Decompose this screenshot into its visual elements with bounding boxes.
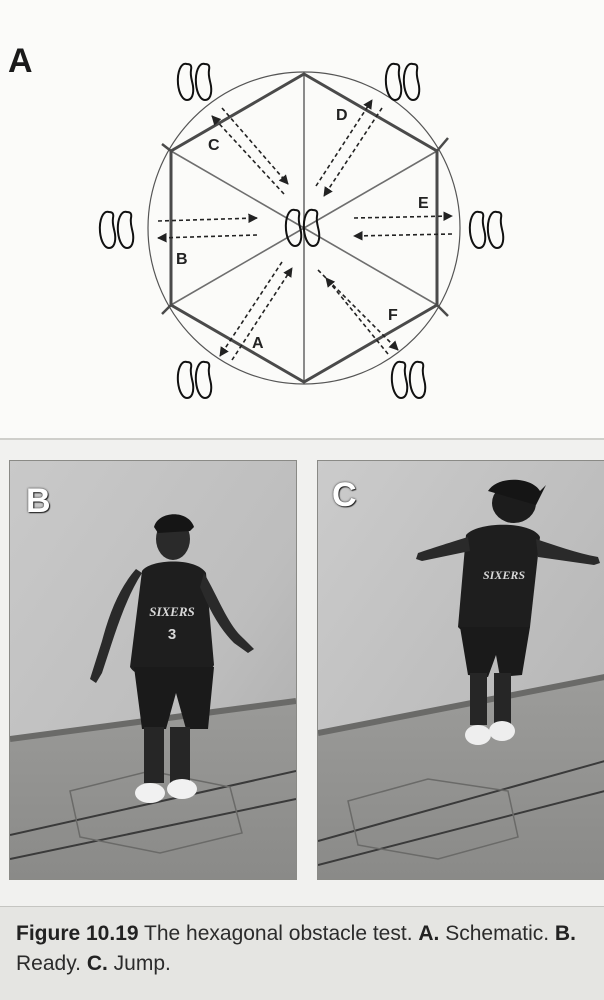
panel-label-a: A — [8, 44, 33, 78]
caption-b: B. — [555, 922, 576, 945]
caption-c-text: Jump. — [108, 952, 171, 975]
hexagon-diagram: A B C D E F — [92, 58, 522, 426]
caption-text: Figure 10.19 The hexagonal obstacle test… — [16, 919, 596, 979]
jersey-text-b: SIXERS — [149, 604, 195, 619]
footprint-a — [178, 362, 211, 398]
footprint-d — [386, 64, 419, 100]
zone-label-d: D — [336, 107, 348, 124]
caption-title: The hexagonal obstacle test. — [139, 922, 419, 945]
zone-label-b: B — [176, 251, 188, 268]
footprint-f — [392, 362, 425, 398]
caption-figure-number: Figure 10.19 — [16, 922, 139, 945]
photo-b-ready: SIXERS 3 — [9, 460, 297, 880]
caption-a-text: Schematic. — [439, 922, 555, 945]
footprint-b — [100, 212, 133, 248]
panel-label-b: B — [26, 484, 51, 518]
zone-label-e: E — [418, 195, 429, 212]
caption-a: A. — [418, 922, 439, 945]
panel-divider — [0, 438, 604, 440]
zone-label-a: A — [252, 335, 264, 352]
zone-label-f: F — [388, 307, 398, 324]
footprints — [100, 64, 503, 398]
photo-c-jump: SIXERS — [317, 460, 604, 880]
jersey-text-c: SIXERS — [483, 568, 525, 582]
caption-b-text: Ready. — [16, 952, 87, 975]
jersey-number-b: 3 — [168, 626, 176, 643]
panel-label-c: C — [332, 478, 357, 512]
caption-c: C. — [87, 952, 108, 975]
footprint-e — [470, 212, 503, 248]
footprint-c — [178, 64, 211, 100]
figure-caption: Figure 10.19 The hexagonal obstacle test… — [0, 906, 604, 1000]
zone-label-c: C — [208, 137, 220, 154]
